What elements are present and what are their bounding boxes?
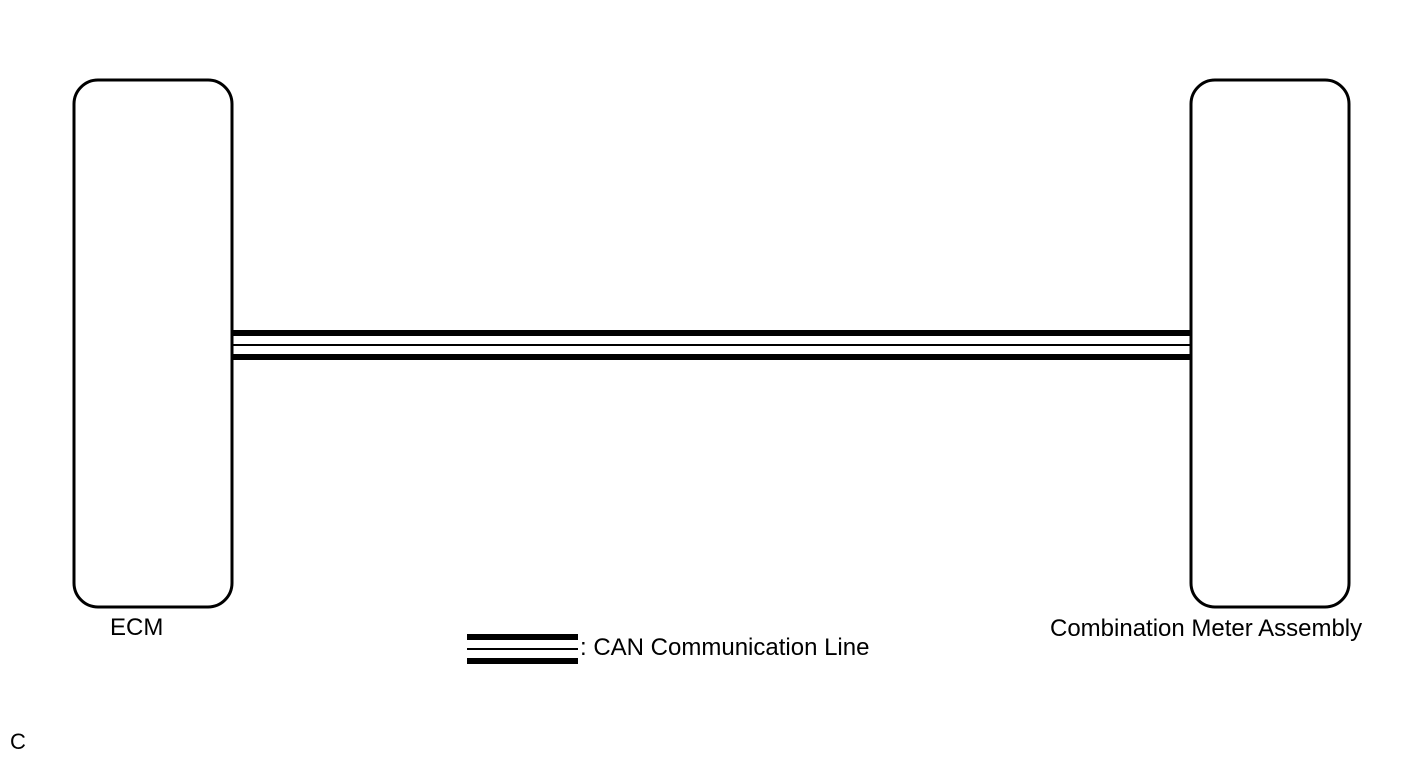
can-line-symbol [467,634,578,664]
combination-meter-label: Combination Meter Assembly [1050,615,1363,642]
legend-text: : CAN Communication Line [580,634,870,661]
ecm-label: ECM [110,614,164,641]
corner-mark: C [10,729,26,754]
combination-meter-box [1189,78,1351,609]
can-communication-line [232,330,1191,360]
ecm-box [72,78,234,609]
